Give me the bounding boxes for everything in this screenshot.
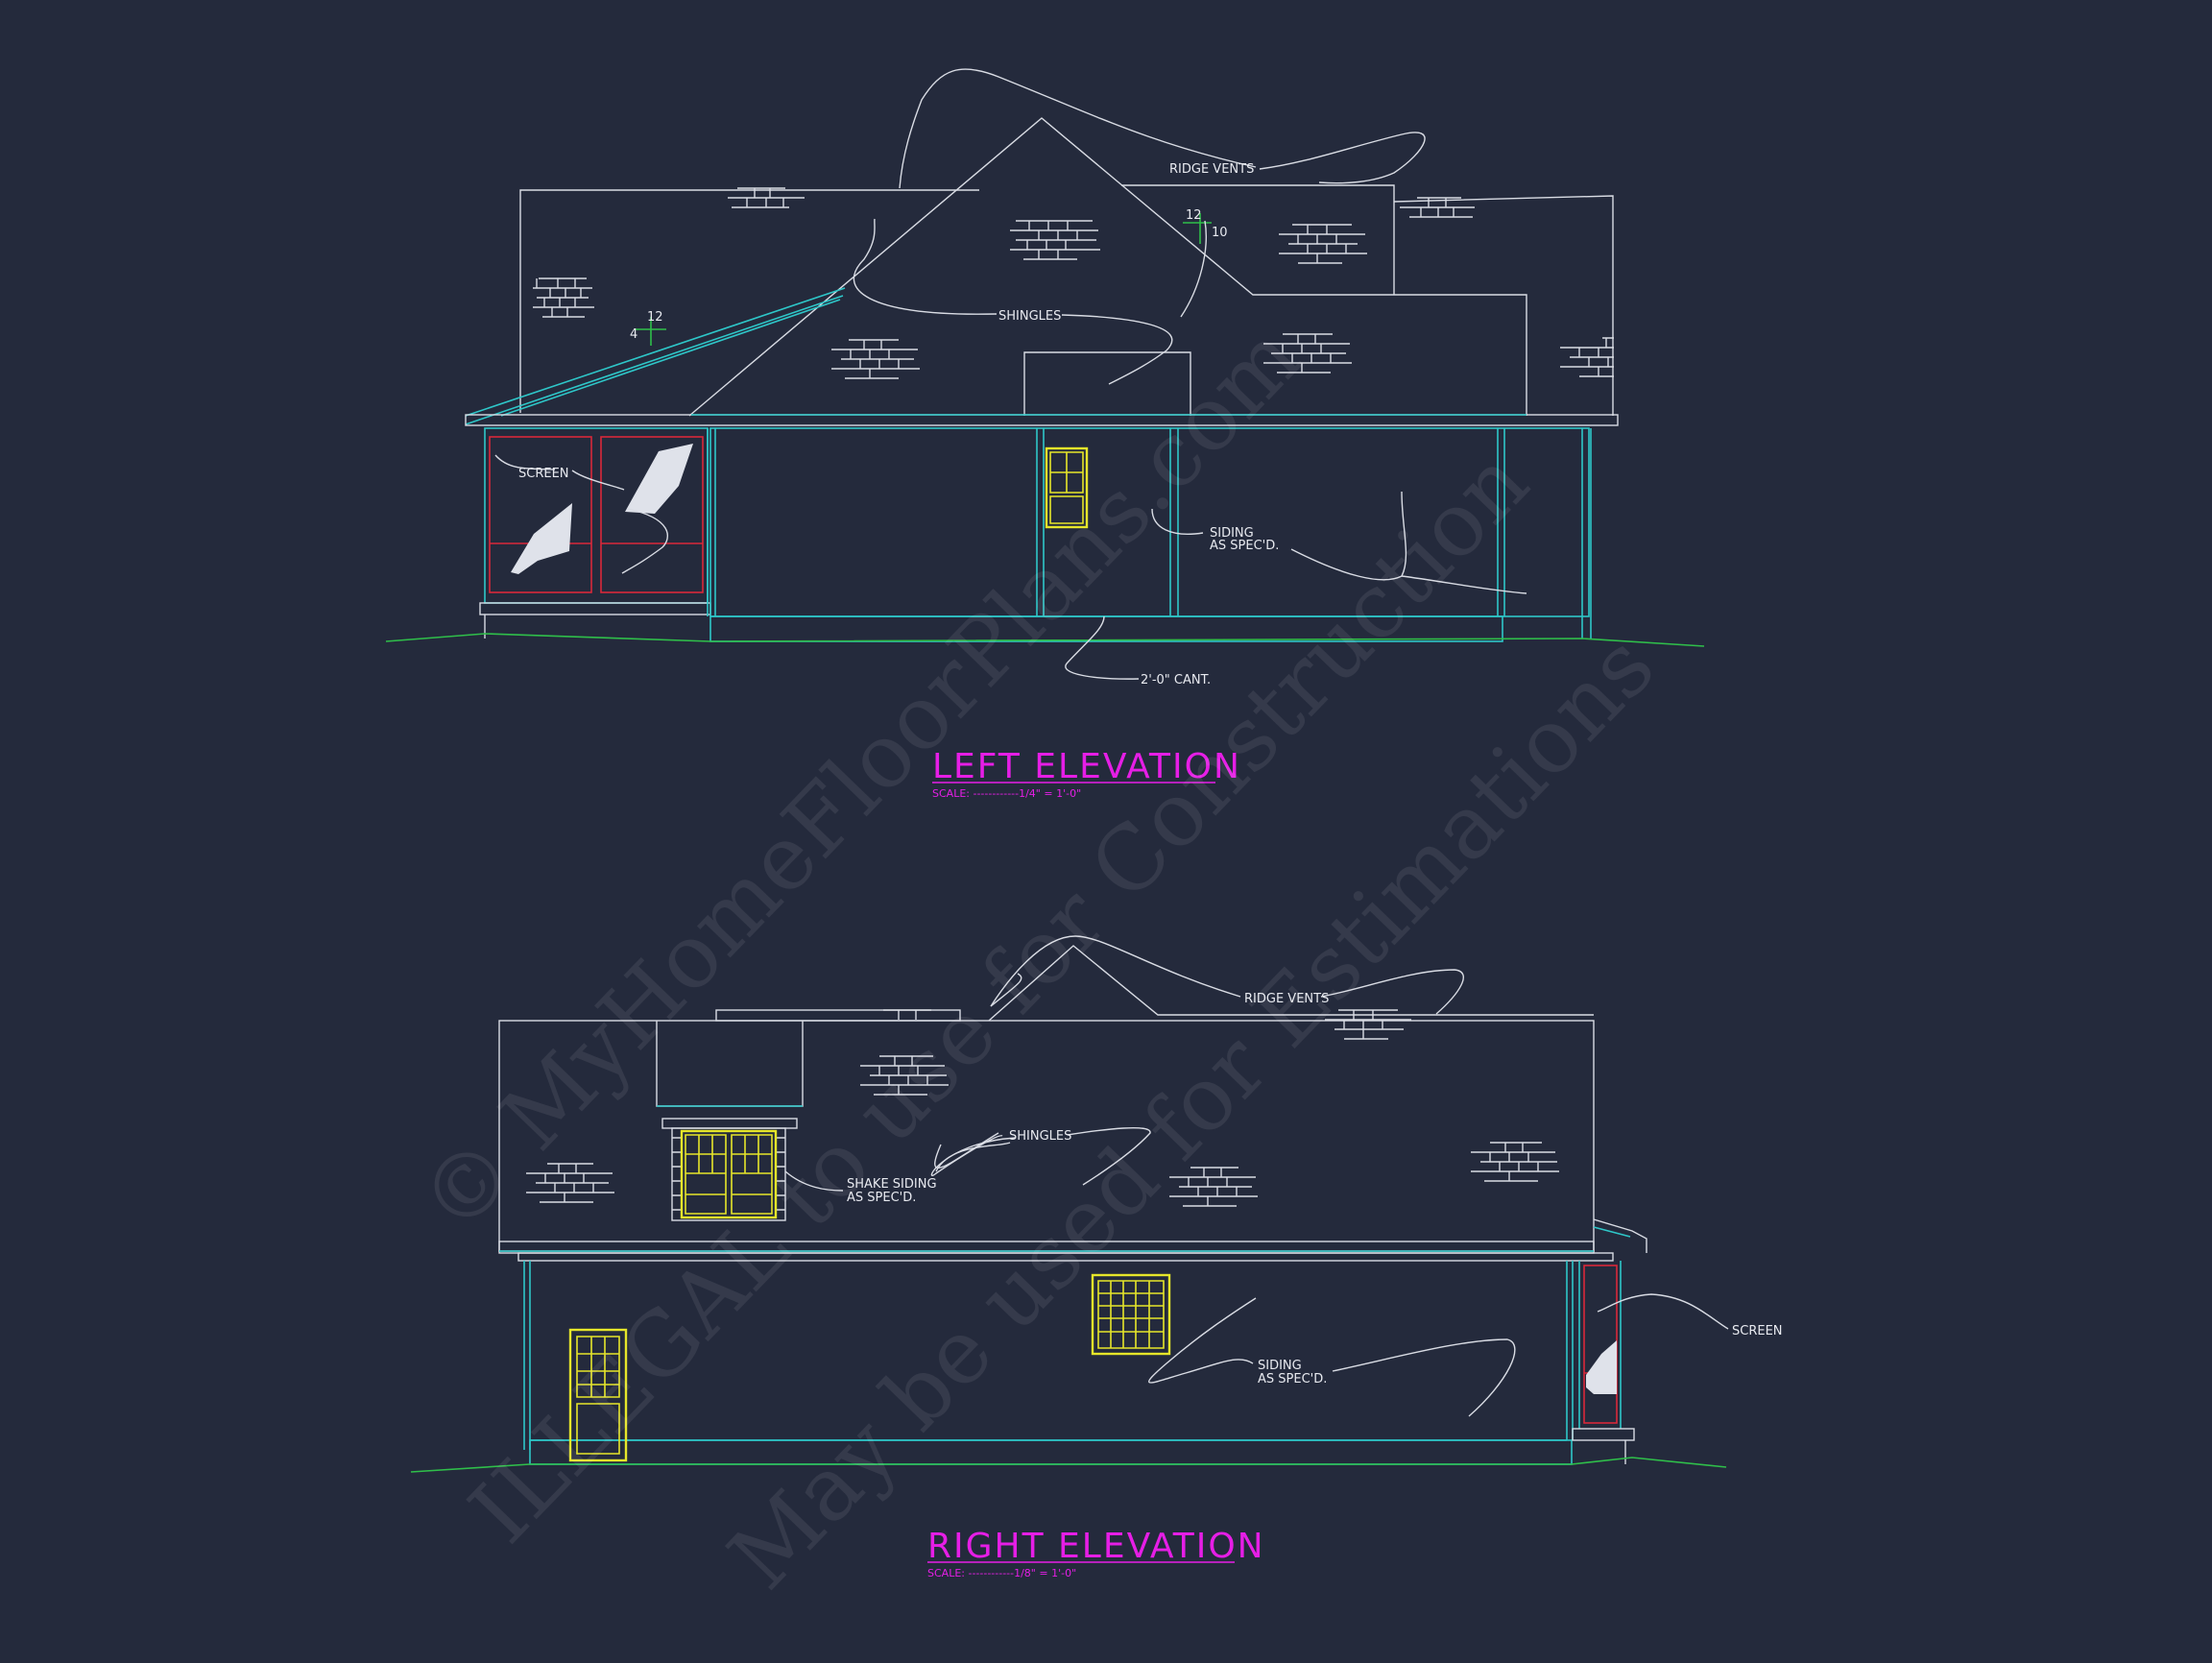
right-title-block: RIGHT ELEVATION SCALE: ------------1/8" … <box>927 1527 1265 1579</box>
main-pitch-rise: 12 <box>1186 208 1202 223</box>
left-elevation: 12 10 12 4 <box>385 68 1705 800</box>
right-shake-siding-note-1: SHAKE SIDING <box>847 1177 937 1192</box>
left-elevation-scale: SCALE: ------------1/4" = 1'-0" <box>932 787 1081 800</box>
right-shake-siding-note-2: AS SPEC'D. <box>847 1191 916 1205</box>
right-elevation-scale: SCALE: ------------1/8" = 1'-0" <box>927 1567 1076 1579</box>
right-dormer-window <box>671 1127 786 1221</box>
left-double-hung-window <box>1045 446 1089 529</box>
left-shingles-note: SHINGLES <box>998 309 1061 324</box>
right-ridge-vents-note: RIDGE VENTS <box>1244 992 1329 1006</box>
right-elevation: RIDGE VENTS SHINGLES SHAKE SIDING AS SPE… <box>410 935 1783 1579</box>
left-title-block: LEFT ELEVATION SCALE: ------------1/4" =… <box>932 747 1241 800</box>
left-pitch-symbols: 12 10 12 4 <box>630 208 1228 346</box>
left-screen-note: SCREEN <box>518 467 569 481</box>
right-screen-panel <box>1583 1265 1618 1424</box>
right-grid-window <box>1091 1273 1171 1356</box>
left-notes: RIDGE VENTS SHINGLES SCREEN SIDING AS SP… <box>518 162 1279 687</box>
right-shingle-symbols <box>526 1009 1559 1207</box>
left-cant-note: 2'-0" CANT. <box>1141 673 1211 687</box>
left-siding-note-1: SIDING <box>1210 526 1254 541</box>
left-screen-panels <box>489 436 704 593</box>
right-leader-lines <box>784 935 1729 1417</box>
left-shingle-symbols <box>533 187 1614 379</box>
left-ground-line <box>385 633 1705 647</box>
left-leader-lines <box>494 68 1527 680</box>
right-siding-note-1: SIDING <box>1258 1359 1302 1373</box>
left-ridge-vents-note: RIDGE VENTS <box>1169 162 1254 177</box>
right-elevation-title: RIGHT ELEVATION <box>927 1527 1265 1566</box>
right-entry-door <box>568 1328 628 1462</box>
left-siding-note-2: AS SPEC'D. <box>1210 539 1279 553</box>
right-screen-note: SCREEN <box>1732 1324 1783 1338</box>
left-wall-structure <box>479 427 1592 642</box>
left-roof-outline <box>465 117 1619 426</box>
left-elevation-title: LEFT ELEVATION <box>932 747 1241 786</box>
right-notes: RIDGE VENTS SHINGLES SHAKE SIDING AS SPE… <box>847 992 1783 1386</box>
right-shingles-note: SHINGLES <box>1009 1129 1071 1144</box>
right-siding-note-2: AS SPEC'D. <box>1258 1372 1327 1386</box>
porch-pitch-run: 4 <box>630 327 637 342</box>
porch-pitch-rise: 12 <box>647 310 663 325</box>
right-ground-line <box>410 1457 1727 1473</box>
main-pitch-run: 10 <box>1212 226 1228 240</box>
